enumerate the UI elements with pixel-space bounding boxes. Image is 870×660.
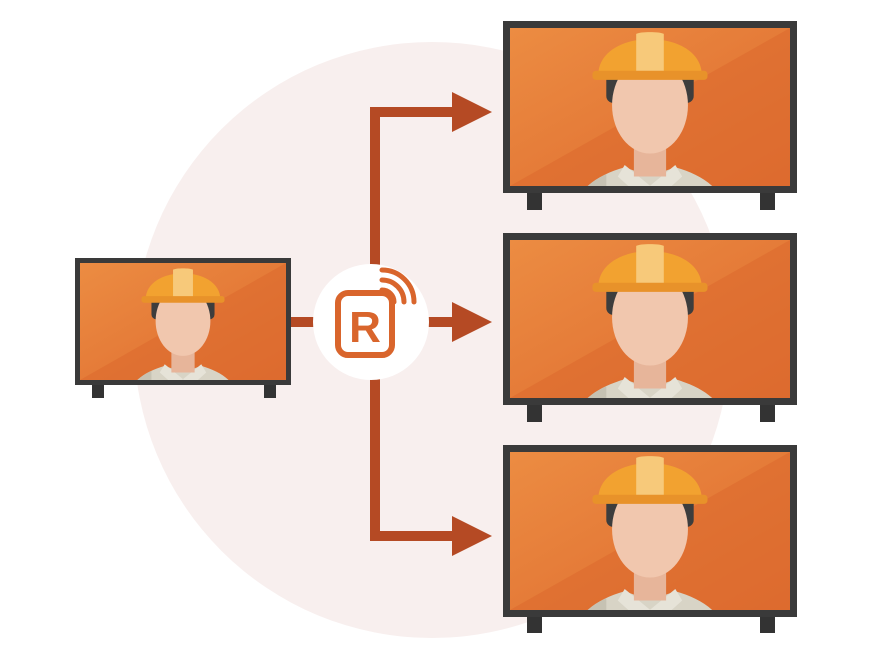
display-tv-2: [503, 233, 797, 422]
arrowhead-bottom: [452, 516, 492, 556]
source-tv: [75, 258, 291, 398]
display-tv-1: [503, 21, 797, 210]
hub-logo-letter: R: [349, 303, 381, 352]
r-logo-box: [335, 290, 395, 358]
broadcast-waves-icon: [379, 267, 417, 305]
display-tv-3: [503, 445, 797, 633]
arrowheads: [452, 92, 492, 556]
arrowhead-top: [452, 92, 492, 132]
arrowhead-middle: [452, 302, 492, 342]
broadcast-hub: R: [313, 264, 429, 380]
